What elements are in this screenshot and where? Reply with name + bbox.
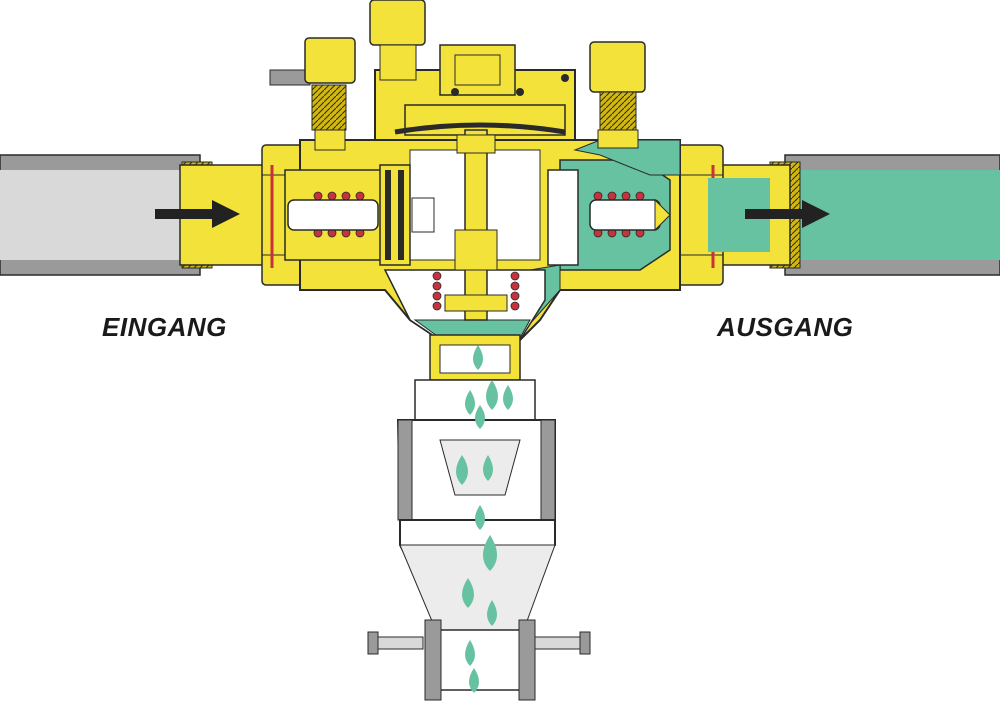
valve-stem	[444, 129, 508, 321]
spring-center	[432, 271, 520, 311]
inlet-label: EINGANG	[102, 312, 227, 342]
test-port-left	[269, 37, 356, 151]
outlet-check-valve	[547, 169, 671, 266]
relief-outlet	[414, 334, 536, 421]
inlet-check-valve	[287, 164, 435, 266]
clamp-screw-left	[367, 631, 424, 655]
arrow-right-icon	[745, 200, 830, 228]
clamp-screw-right	[534, 631, 591, 655]
outlet-label: AUSGANG	[717, 312, 854, 342]
test-port-top	[369, 0, 426, 81]
water-drops	[456, 345, 513, 693]
test-port-right	[589, 41, 646, 149]
arrow-right-icon	[155, 200, 240, 228]
discharge-funnel	[396, 419, 556, 701]
